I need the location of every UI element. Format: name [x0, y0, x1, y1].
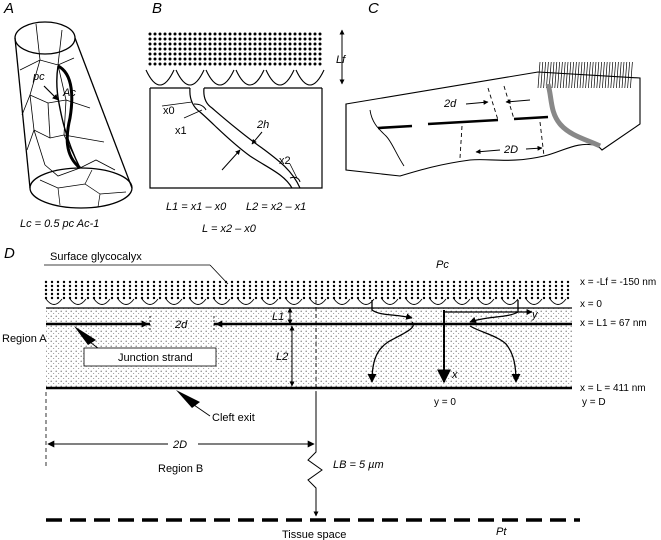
surface-glycocalyx-label: Surface glycocalyx [50, 251, 142, 263]
ac-label: Ac [62, 87, 76, 99]
l-formula: L = x2 – x0 [202, 223, 257, 235]
y-d-label: y = D [582, 397, 606, 408]
junction-strand-c1 [377, 124, 413, 130]
glycocalyx-fibers-b [145, 32, 325, 86]
panel-b: B Lf x0 x1 x2 2h L1 = x1 – x0 L2 = x2 – … [145, 0, 346, 235]
l1-label: L1 [272, 311, 284, 323]
l2-formula: L2 = x2 – x1 [246, 201, 306, 213]
cleft-exit-edge [545, 83, 602, 149]
pt-label: Pt [496, 526, 507, 538]
d-2D-label: 2D [172, 439, 187, 451]
y-zero-label: y = 0 [434, 397, 456, 408]
c-2d-label: 2d [443, 98, 457, 110]
cleft-wall-upper [189, 87, 293, 189]
lb-label: LB = 5 µm [333, 459, 384, 471]
capillary-cylinder [14, 21, 133, 209]
region-a-label: Region A [2, 333, 47, 345]
x-neg-lf-label: x = -Lf = -150 nm [580, 277, 656, 288]
c-2D-label: 2D [503, 144, 518, 156]
panel-a-letter: A [3, 0, 14, 17]
cleft-box [149, 88, 323, 189]
panel-b-letter: B [152, 0, 162, 17]
x-zero-label: x = 0 [580, 299, 602, 310]
panel-d: D 2d L1 L2 y x Pc [2, 245, 656, 540]
2h-label: 2h [256, 119, 269, 131]
axis-y-label: y [531, 309, 539, 321]
pc-label: pc [32, 71, 45, 83]
cleft-block [345, 71, 641, 177]
x-l-label: x = L = 411 nm [580, 383, 646, 394]
panel-a: A pc Ac Lc = 0.5 pc Ac-1 [3, 0, 133, 230]
lc-formula: Lc = 0.5 pc Ac-1 [20, 218, 99, 230]
region-b-label: Region B [158, 463, 203, 475]
pc-label-d: Pc [436, 259, 449, 271]
glycocalyx-fibers-d [44, 280, 570, 305]
tissue-space-label: Tissue space [282, 529, 346, 540]
panel-c-letter: C [368, 0, 379, 17]
d-2d-label: 2d [174, 319, 188, 331]
cleft-wall-lower [203, 87, 301, 189]
panel-c: C 2d 2D [345, 0, 641, 177]
x-l1-label: x = L1 = 67 nm [580, 318, 647, 329]
panel-d-letter: D [4, 245, 15, 262]
cleft-exit-label: Cleft exit [212, 412, 255, 424]
junction-strand-c2 [427, 118, 499, 126]
glycocalyx-fibers-c [537, 61, 633, 89]
x1-label: x1 [175, 125, 187, 137]
lf-label: Lf [336, 54, 346, 66]
junction-strand-c3 [513, 115, 549, 121]
x0-label: x0 [163, 105, 175, 117]
l1-formula: L1 = x1 – x0 [166, 201, 227, 213]
axis-x-label: x [451, 369, 458, 381]
pc-arrow [43, 85, 59, 101]
l2-label: L2 [276, 351, 288, 363]
junction-strand-box [83, 347, 217, 367]
lb-connector [307, 392, 323, 517]
junction-strand-label: Junction strand [118, 352, 193, 364]
x2-label: x2 [279, 155, 291, 167]
